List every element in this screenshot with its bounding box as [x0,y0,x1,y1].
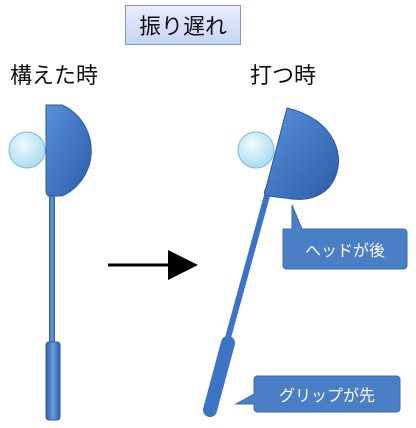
right-grip [203,336,235,417]
page-title-text: 振り遅れ [138,15,227,40]
callout-head-behind-text: ヘッドが後 [304,241,385,260]
left-club-group [8,104,92,421]
left-position-label: 構えた時 [10,64,99,89]
callout-grip-ahead-bubble [234,375,401,413]
right-club-group [203,107,340,417]
left-grip [45,341,61,421]
page-title: 振り遅れ [125,5,241,45]
left-shaft [49,190,55,350]
left-ball [8,131,46,169]
callout-grip-ahead-text: グリップが先 [278,386,375,405]
right-club-head [263,107,340,200]
right-position-label: 打つ時 [250,64,317,89]
right-shaft [223,189,271,348]
right-ball [237,131,275,169]
left-club-head [45,104,92,197]
callout-head-behind-bubble [282,204,408,270]
